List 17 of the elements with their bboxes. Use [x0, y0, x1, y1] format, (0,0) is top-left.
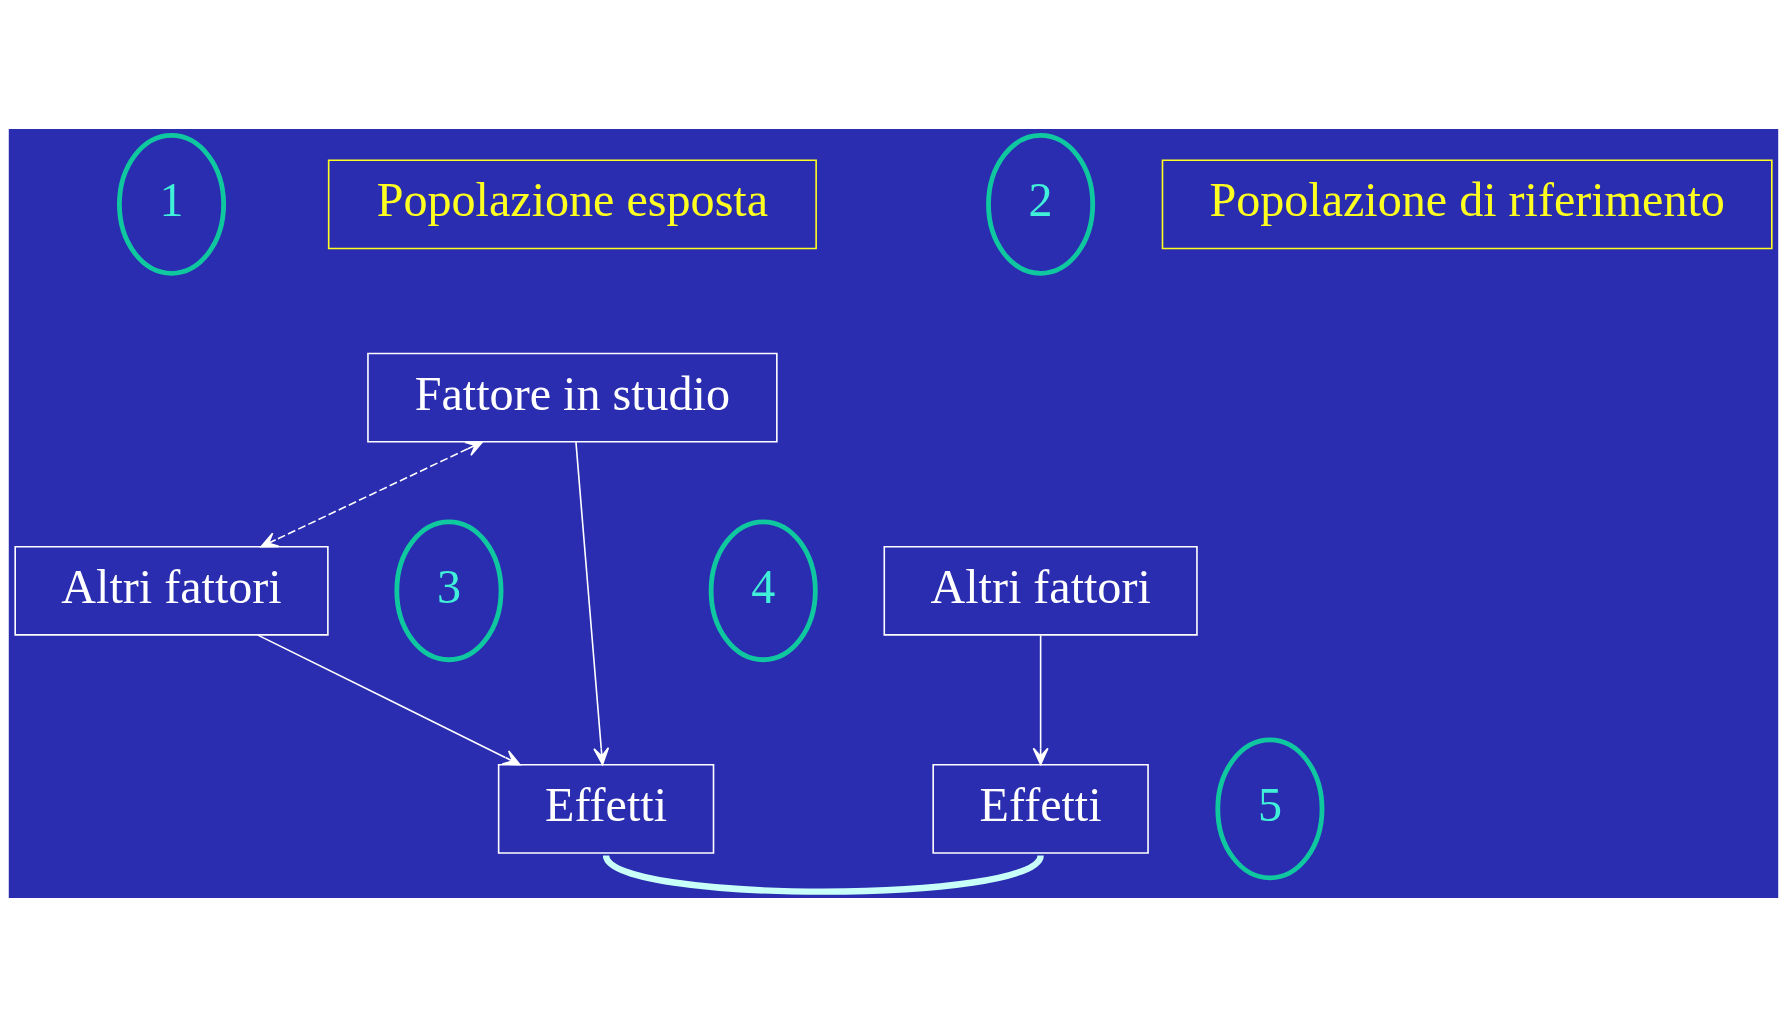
- node-ellipse: 2: [986, 132, 1096, 276]
- node-box: Fattore in studio: [367, 352, 778, 442]
- arrow: [260, 440, 484, 547]
- node-box: Effetti: [497, 763, 715, 854]
- node-box: Altri fattori: [883, 545, 1198, 636]
- node-ellipse: 5: [1215, 737, 1325, 880]
- node-ellipse: 4: [708, 518, 818, 662]
- node-box: Popolazione di riferimento: [1161, 158, 1773, 249]
- node-ellipse: 1: [117, 132, 227, 276]
- node-box: Effetti: [932, 763, 1149, 854]
- connector: [603, 852, 1044, 895]
- arrow: [575, 440, 610, 765]
- node-ellipse: 3: [394, 518, 504, 662]
- node-box: Popolazione esposta: [327, 158, 817, 249]
- arrow: [257, 633, 521, 765]
- arrow: [1032, 634, 1049, 765]
- node-box: Altri fattori: [14, 545, 329, 636]
